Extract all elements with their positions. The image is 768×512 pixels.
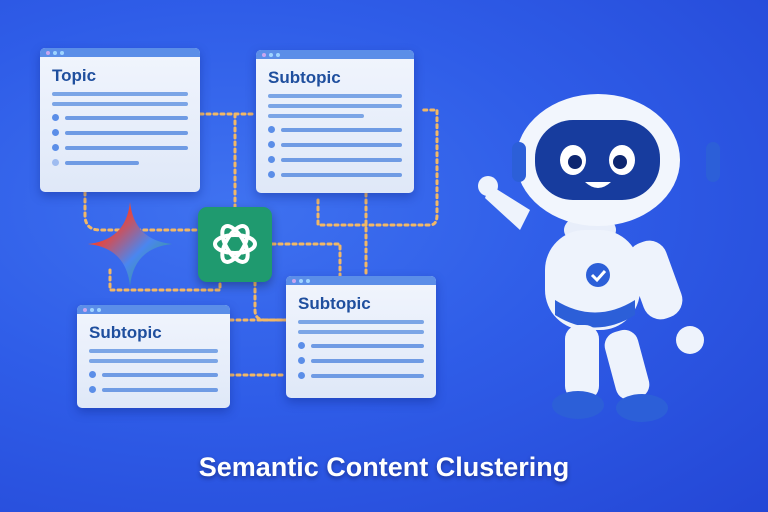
- chatgpt-logo-icon: [198, 207, 272, 282]
- page-title: Semantic Content Clustering: [198, 452, 570, 482]
- card-title: Subtopic: [268, 68, 341, 87]
- subtopic-card: Subtopic: [286, 276, 436, 398]
- topic-card: Topic: [40, 48, 200, 192]
- gemini-star-icon: [88, 202, 172, 286]
- robot-mascot: [478, 94, 720, 422]
- card-title: Subtopic: [89, 323, 162, 342]
- card-title: Subtopic: [298, 294, 371, 313]
- subtopic-card: Subtopic: [256, 50, 414, 193]
- subtopic-card: Subtopic: [77, 305, 230, 408]
- card-title: Topic: [52, 66, 97, 85]
